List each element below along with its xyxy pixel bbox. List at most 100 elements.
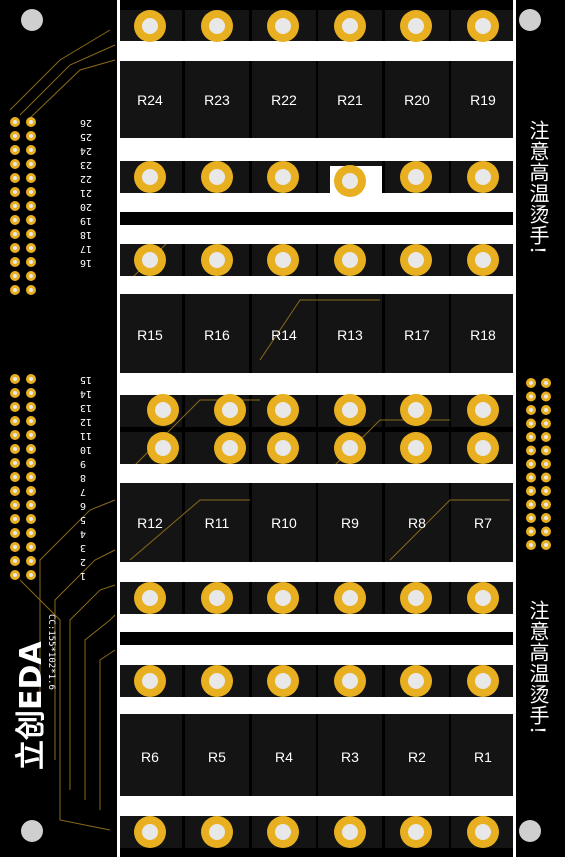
pad-6-2 [267, 665, 299, 697]
pad-6-0 [134, 665, 166, 697]
left-top-pin-a-12-hole [13, 288, 17, 292]
right-pin-a-6-hole [529, 462, 533, 466]
left-bottom-pin-a-5 [10, 444, 20, 454]
pad-6-4-hole [408, 673, 424, 689]
left-bottom-pin-b-14-hole [29, 573, 33, 577]
pad-0-1-hole [209, 18, 225, 34]
right-pin-b-0-hole [544, 381, 548, 385]
left-top-pin-b-5-hole [29, 190, 33, 194]
left-bottom-pin-b-14 [26, 570, 36, 580]
label-r17: R17 [404, 327, 430, 343]
pad-0-3-hole [342, 18, 358, 34]
right-pin-b-3-hole [544, 421, 548, 426]
left-bottom-pin-b-8-hole [29, 489, 33, 493]
label-r24: R24 [137, 92, 163, 108]
resistor-body-0-3 [318, 61, 382, 138]
left-bottom-pin-a-9-hole [13, 503, 17, 507]
pad-1-2 [267, 161, 299, 193]
pad-6-5-hole [475, 673, 491, 689]
left-bottom-pin-a-13 [10, 556, 20, 566]
pad-1-0 [134, 161, 166, 193]
label-r3: R3 [341, 749, 359, 765]
pad-3-1-hole [222, 402, 238, 418]
pad-0-4-hole [408, 18, 424, 34]
label-r5: R5 [208, 749, 226, 765]
left-bottom-pin-a-14-hole [13, 573, 17, 577]
label-r13: R13 [337, 327, 363, 343]
left-top-pin-b-12 [26, 285, 36, 295]
trace-2 [29, 59, 116, 119]
pad-7-2-hole [275, 824, 291, 840]
right-pin-a-3-hole [529, 421, 533, 426]
pad-4-0 [147, 432, 179, 464]
right-pin-a-6 [526, 459, 536, 469]
pin-label-1: 1 [80, 570, 87, 581]
right-pin-b-7-hole [544, 475, 548, 480]
resistor-body-2-4 [385, 483, 449, 562]
pad-2-1 [201, 244, 233, 276]
pad-3-2-hole [275, 402, 291, 418]
white-bar-6 [117, 464, 515, 483]
white-bar-2 [117, 193, 515, 212]
left-top-pin-b-0 [26, 117, 36, 127]
left-bottom-pin-b-1-hole [29, 391, 33, 395]
left-top-pin-b-6 [26, 201, 36, 211]
label-r11: R11 [204, 515, 230, 531]
pad-2-4-hole [408, 252, 424, 268]
left-top-pin-a-7-hole [13, 218, 17, 222]
pad-1-5 [467, 161, 499, 193]
right-pin-a-8 [526, 486, 536, 496]
left-top-pin-a-7 [10, 215, 20, 225]
pad-3-4 [400, 394, 432, 426]
white-bar-5 [117, 373, 515, 395]
right-pin-a-1 [526, 391, 536, 402]
pad-5-1 [201, 582, 233, 614]
left-bottom-pin-a-11-hole [13, 531, 17, 535]
resistor-body-2-0 [118, 483, 182, 562]
pad-1-3 [334, 165, 366, 197]
pad-2-2 [267, 244, 299, 276]
left-top-pin-a-4 [10, 173, 20, 183]
right-pin-a-3 [526, 418, 536, 429]
resistor-body-1-0 [118, 294, 182, 373]
left-bottom-pin-b-12-hole [29, 545, 33, 549]
left-top-pin-a-6 [10, 201, 20, 211]
pad-5-2 [267, 582, 299, 614]
right-pin-a-4-hole [529, 435, 533, 439]
left-top-pin-a-1-hole [13, 134, 17, 138]
pad-5-5-hole [475, 590, 491, 606]
left-top-pin-b-4 [26, 173, 36, 183]
pad-2-3 [334, 244, 366, 276]
resistor-body-3-2 [252, 714, 316, 796]
pin-label-25: 25 [80, 131, 93, 142]
pad-6-3-hole [342, 673, 358, 689]
pin-label-2: 2 [80, 556, 87, 567]
left-bottom-pin-a-6-hole [13, 461, 17, 465]
pad-3-5-hole [475, 402, 491, 418]
left-bottom-pin-a-7 [10, 472, 20, 482]
pin-label-11: 11 [80, 430, 93, 441]
label-r21: R21 [337, 92, 363, 108]
right-pin-a-0-hole [529, 381, 533, 385]
left-top-pin-b-9-hole [29, 246, 33, 250]
right-pin-b-10-hole [544, 516, 548, 520]
left-bottom-pin-b-0 [26, 374, 36, 384]
pad-6-3 [334, 665, 366, 697]
trace-12 [129, 499, 250, 561]
trace-6 [84, 614, 116, 800]
left-top-pin-b-3-hole [29, 162, 33, 166]
pin-label-19: 19 [80, 215, 93, 226]
resistor-body-3-3 [318, 714, 382, 796]
left-top-pin-b-11-hole [29, 274, 33, 278]
warning-text-top: 注意高温烫手! [526, 120, 550, 256]
left-bottom-pin-a-7-hole [13, 475, 17, 479]
pad-7-3 [334, 816, 366, 848]
resistor-body-2-3 [318, 483, 382, 562]
pad-3-1 [214, 394, 246, 426]
left-top-pin-a-4-hole [13, 176, 17, 180]
pin-label-21: 21 [80, 187, 93, 198]
pad-3-0 [147, 394, 179, 426]
pad-5-1-hole [209, 590, 225, 606]
left-bottom-pin-a-12 [10, 542, 20, 552]
left-top-pin-a-12 [10, 285, 20, 295]
